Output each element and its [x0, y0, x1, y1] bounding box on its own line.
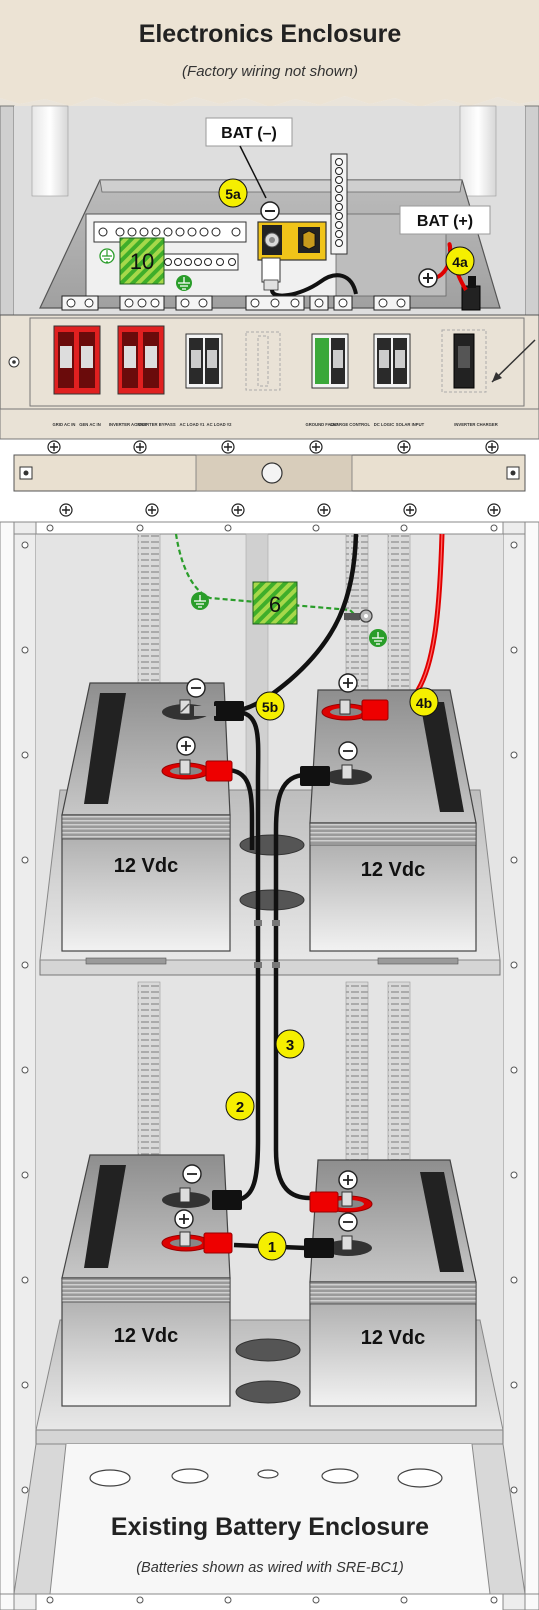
- battery-enclosure-base: Existing Battery Enclosure (Batteries sh…: [0, 1443, 539, 1595]
- negative-bus-bar: [330, 153, 348, 255]
- bat-negative-text: BAT (–): [221, 125, 277, 142]
- callout-4b-text: 4b: [416, 695, 432, 711]
- ground-icon: [369, 629, 387, 647]
- negative-marker: [260, 201, 280, 221]
- negative-shunt: [257, 221, 327, 291]
- cable-3: [273, 772, 311, 1201]
- breaker-inverter: [117, 325, 165, 395]
- ground-block-6: 6: [252, 581, 298, 625]
- breaker-label: GROUND FAULT: [306, 422, 339, 427]
- terminal-negative: [304, 1235, 372, 1258]
- breaker-ground-fault: [311, 333, 349, 389]
- bat-positive-label: BAT (+): [399, 205, 491, 235]
- negative-main-cable: [235, 533, 359, 713]
- battery-voltage-label: 12 Vdc: [361, 859, 425, 881]
- screw-row: [59, 503, 501, 517]
- negative-cable-internal: [270, 273, 358, 298]
- ground-block-6-label: 6: [269, 592, 281, 617]
- callout-4a-text: 4a: [452, 254, 468, 270]
- breaker-label: GRID AC IN: [53, 422, 76, 427]
- callout-1: 1: [257, 1231, 287, 1261]
- terminal-positive: [321, 699, 389, 721]
- breaker-label: DC LOGIC: [374, 422, 394, 427]
- breaker-grid-gen: [53, 325, 101, 395]
- ground-icon: [99, 248, 115, 264]
- pointer-arrowhead: [492, 372, 502, 382]
- breaker-inverter-charger: [441, 329, 487, 393]
- cable-pos-upper-left: [225, 767, 255, 850]
- callout-4a: 4a: [445, 246, 475, 276]
- breaker-label: AC LOAD #2: [207, 422, 233, 427]
- bat-positive-text: BAT (+): [417, 213, 473, 230]
- frame-holes: [21, 524, 518, 1604]
- callout-1-text: 1: [268, 1239, 276, 1256]
- ground-block-10-label: 10: [130, 249, 154, 274]
- terminal-negative: [300, 764, 372, 786]
- breaker-label-bar: GRID AC IN GEN AC IN INVERTER AC OUT INV…: [0, 408, 539, 440]
- battery-voltage-label: 12 Vdc: [114, 1325, 178, 1347]
- breaker-label: INVERTER BYPASS: [136, 422, 175, 427]
- callout-3-text: 3: [286, 1037, 294, 1054]
- ground-icon: [191, 592, 209, 610]
- battery-upper-right: 12 Vdc: [309, 689, 477, 952]
- breaker-label: SOLAR INPUT: [396, 422, 425, 427]
- footer-subtitle: (Batteries shown as wired with SRE-BC1): [136, 1560, 404, 1576]
- terminal-strip-upper: [93, 221, 247, 271]
- ground-icon: [176, 275, 192, 291]
- callout-2: 2: [225, 1091, 255, 1121]
- positive-marker: [418, 268, 438, 288]
- terminal-negative: [162, 1187, 242, 1210]
- terminal-positive: [161, 759, 233, 782]
- polarity-signs: [179, 678, 353, 1224]
- header-subtitle: (Factory wiring not shown): [182, 63, 358, 80]
- callout-5b: 5b: [255, 691, 285, 721]
- breaker-dc: [373, 333, 411, 389]
- screw-row: [47, 440, 499, 454]
- ground-wire: [174, 533, 357, 617]
- callout-5b-text: 5b: [262, 699, 278, 715]
- mounting-channel: [13, 454, 526, 492]
- battery-upper-left: 12 Vdc: [61, 682, 231, 952]
- breaker-ac-loads: [185, 333, 223, 389]
- terminal-positive: [309, 1191, 373, 1213]
- callout-4b: 4b: [409, 687, 439, 717]
- callout-3: 3: [275, 1029, 305, 1059]
- breaker-label: GEN AC IN: [79, 422, 100, 427]
- footer-title: Existing Battery Enclosure: [111, 1513, 429, 1541]
- screw-heads: [50, 443, 496, 451]
- battery-voltage-label: 12 Vdc: [361, 1327, 425, 1349]
- header-banner: Electronics Enclosure (Factory wiring no…: [0, 0, 539, 116]
- ground-block-10: 10: [119, 237, 165, 285]
- terminal-positive: [161, 1231, 233, 1254]
- breaker-label: AC LOAD #1: [180, 422, 206, 427]
- callout-5a-text: 5a: [225, 186, 241, 202]
- battery-voltage-label: 12 Vdc: [114, 855, 178, 877]
- callout-2-text: 2: [236, 1099, 244, 1116]
- breaker-label: INVERTER AC OUT: [109, 422, 148, 427]
- terminal-strip-lower: [61, 295, 411, 311]
- positive-disconnect: [461, 276, 481, 311]
- screw-heads: [62, 506, 498, 514]
- pointer-arrow: [491, 339, 536, 383]
- terminal-negative: [162, 699, 244, 721]
- battery-lower-left: 12 Vdc: [61, 1154, 231, 1407]
- header-title: Electronics Enclosure: [139, 20, 402, 48]
- breaker-label: CHARGE CONTROL: [330, 422, 370, 427]
- bat-negative-label: BAT (–): [205, 117, 293, 199]
- callout-5a: 5a: [218, 178, 248, 208]
- cable-splices: [254, 920, 280, 968]
- ring-terminal: [344, 609, 373, 623]
- breaker-blank: [245, 331, 281, 391]
- breaker-label: INVERTER CHARGER: [454, 422, 498, 427]
- cable-2: [235, 709, 261, 1203]
